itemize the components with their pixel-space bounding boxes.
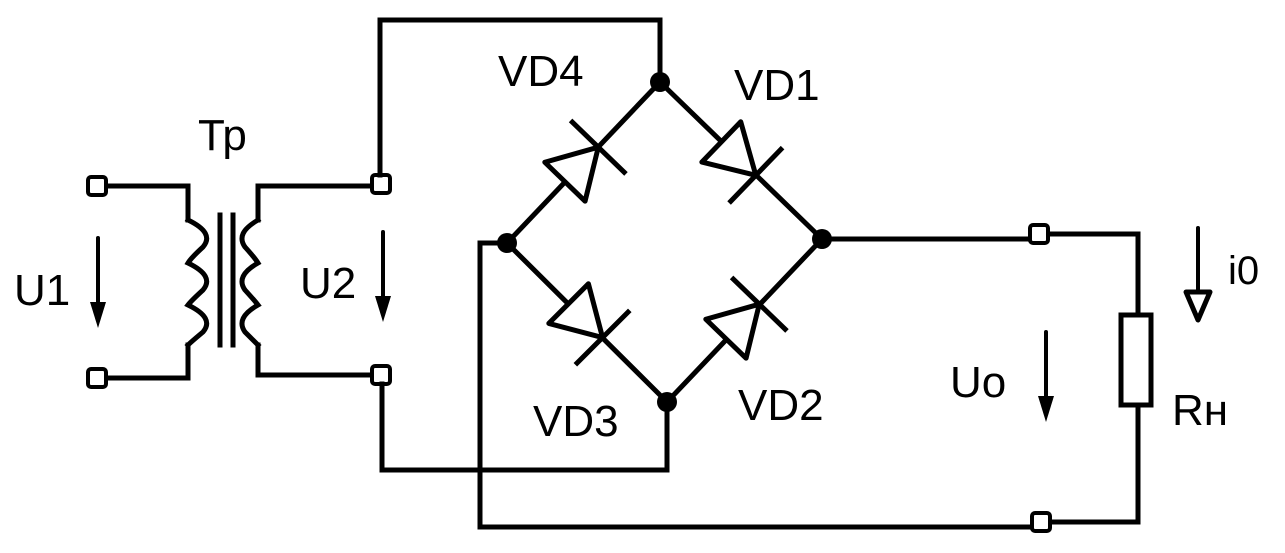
label-u2: U2: [300, 259, 356, 308]
node-right: [812, 229, 832, 249]
label-transformer: Тр: [198, 111, 247, 160]
wire-input-top: [102, 183, 191, 223]
label-rload: Rн: [1172, 386, 1228, 435]
secondary-terminal-bottom: [370, 364, 392, 386]
wire-secondary-top: [255, 183, 375, 223]
diode-vd1: [699, 119, 785, 205]
arrow-u0: [1038, 330, 1054, 422]
node-top: [650, 72, 670, 92]
label-i0: i0: [1228, 249, 1259, 293]
transformer-core: [217, 212, 236, 348]
input-terminal-bottom: [86, 367, 108, 389]
node-left: [497, 233, 517, 253]
wire-output-positive: [819, 231, 1141, 318]
label-vd4: VD4: [498, 47, 584, 96]
wire-top-to-bridge: [377, 17, 663, 178]
bridge: [503, 78, 826, 406]
secondary-winding: [239, 216, 262, 349]
wire-bottom-to-bridge: [379, 381, 670, 473]
diode-vd3: [546, 281, 632, 367]
label-vd3: VD3: [533, 397, 619, 446]
label-u1: U1: [14, 266, 70, 315]
secondary-terminal-top: [370, 173, 392, 195]
primary-side: [86, 175, 210, 389]
input-terminal-top: [86, 175, 108, 197]
label-vd1: VD1: [734, 61, 820, 110]
load-resistor: [1118, 312, 1154, 408]
wire-output-negative: [477, 240, 1141, 530]
output-terminal-top: [1028, 223, 1050, 245]
wire-input-bottom: [102, 342, 191, 381]
node-bottom: [657, 392, 677, 412]
primary-winding: [184, 216, 210, 349]
output-terminal-bottom: [1030, 511, 1052, 533]
arrow-u2: [375, 230, 391, 322]
label-u0: Uo: [950, 358, 1006, 407]
arrow-u1: [90, 236, 106, 328]
diode-vd4: [542, 118, 628, 204]
wire-secondary-bottom: [255, 342, 375, 378]
diode-vd2: [703, 275, 789, 361]
secondary-side: [239, 173, 392, 386]
arrow-i0: [1183, 226, 1213, 323]
label-vd2: VD2: [738, 381, 824, 430]
